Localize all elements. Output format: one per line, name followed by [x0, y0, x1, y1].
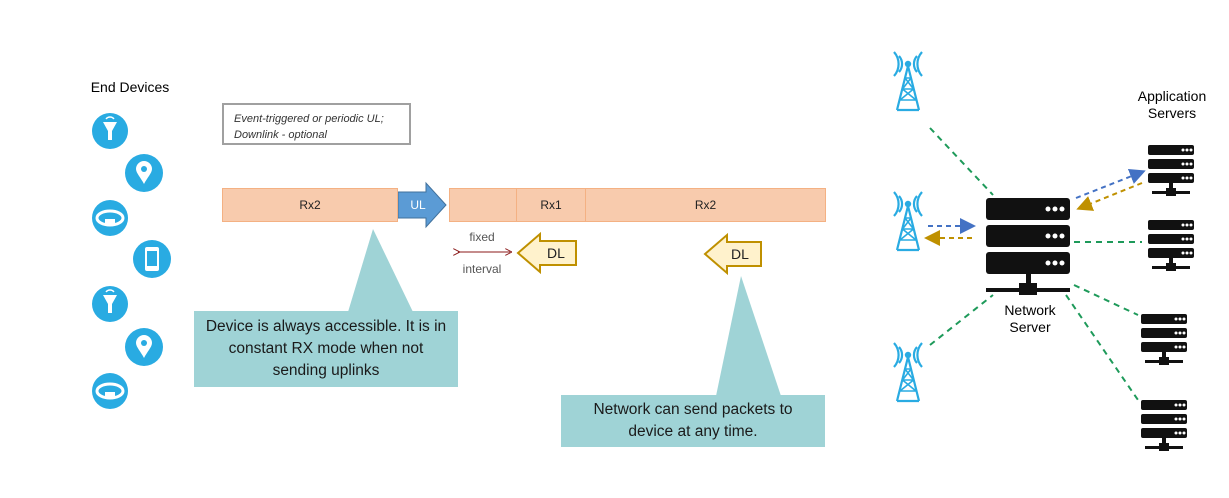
link-tower-top	[929, 127, 994, 196]
application-server-icon	[1148, 220, 1194, 271]
application-servers-label: Application Servers	[1122, 88, 1222, 122]
gateway-tower-icon	[892, 190, 924, 252]
fixed-label: fixed	[469, 230, 495, 244]
link-tower-bottom	[929, 294, 994, 346]
network-server-line-1: Network	[1004, 302, 1056, 318]
water-meter-icon	[92, 286, 128, 322]
ul-label: UL	[410, 198, 426, 212]
wristband-icon	[92, 373, 128, 409]
dl-label-first: DL	[547, 245, 565, 261]
mode-note: Event-triggered or periodic UL; Downlink…	[222, 103, 411, 145]
application-server-icon	[1141, 314, 1187, 365]
gateway-tower-icon	[892, 341, 924, 403]
end-devices-title: End Devices	[90, 79, 170, 95]
network-server-icon	[986, 198, 1070, 295]
smartphone-icon	[133, 240, 171, 278]
device-callout-pointer	[348, 229, 413, 312]
device-callout: Device is always accessible. It is in co…	[194, 311, 458, 387]
network-server-label: Network Server	[990, 302, 1070, 336]
ul-arrow	[397, 181, 447, 229]
gateway-tower-icon	[892, 50, 924, 112]
dl-label-second: DL	[731, 246, 749, 262]
downlink-arrow-app	[1076, 182, 1143, 211]
application-server-icon	[1141, 400, 1187, 451]
water-meter-icon	[92, 113, 128, 149]
application-server-icon	[1148, 145, 1194, 196]
interval-label: interval	[462, 262, 502, 276]
location-pin-icon	[125, 328, 163, 366]
note-line-1: Event-triggered or periodic UL;	[234, 113, 384, 125]
wristband-icon	[92, 200, 128, 236]
rx1-segment: Rx1	[516, 188, 586, 222]
dl-arrow	[516, 231, 577, 275]
receive-delay-segment	[449, 188, 517, 222]
network-callout: Network can send packets to device at an…	[561, 395, 825, 447]
link-app-3	[1073, 284, 1139, 316]
application-servers-line-1: Application	[1137, 88, 1207, 104]
dl-arrow	[703, 232, 762, 276]
location-pin-icon	[125, 154, 163, 192]
rx2-segment-after: Rx2	[585, 188, 826, 222]
note-line-2: Downlink - optional	[234, 129, 327, 141]
application-servers-line-2: Servers	[1147, 105, 1197, 121]
network-callout-pointer	[716, 276, 781, 396]
uplink-arrow-app	[1075, 168, 1146, 199]
network-server-line-2: Server	[1009, 319, 1051, 335]
rx2-segment-before: Rx2	[222, 188, 398, 222]
